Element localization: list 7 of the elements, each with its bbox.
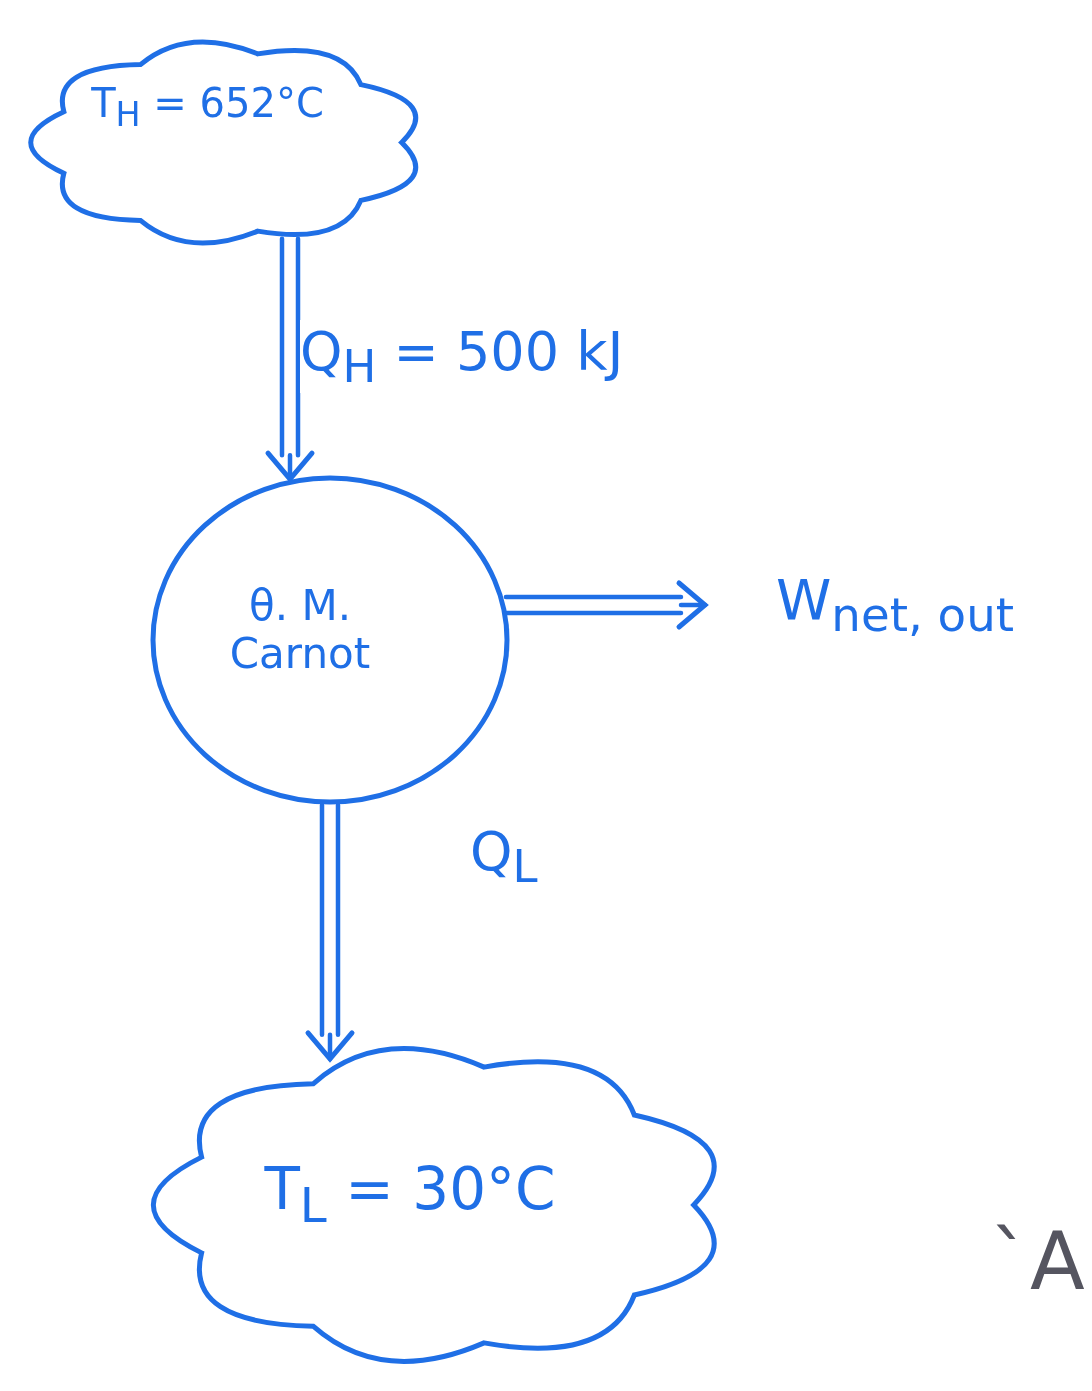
node-label: T$_{H}$ = 652°C — [91, 80, 324, 135]
node-label: θ. M. Carnot — [228, 581, 372, 679]
double-arrow — [305, 802, 355, 1062]
double-arrow — [503, 580, 708, 630]
output-label: W$_{net, out}$ — [776, 567, 1014, 643]
node-label: T$_{L}$ = 30°C — [264, 1156, 556, 1234]
double-arrow — [265, 236, 315, 482]
